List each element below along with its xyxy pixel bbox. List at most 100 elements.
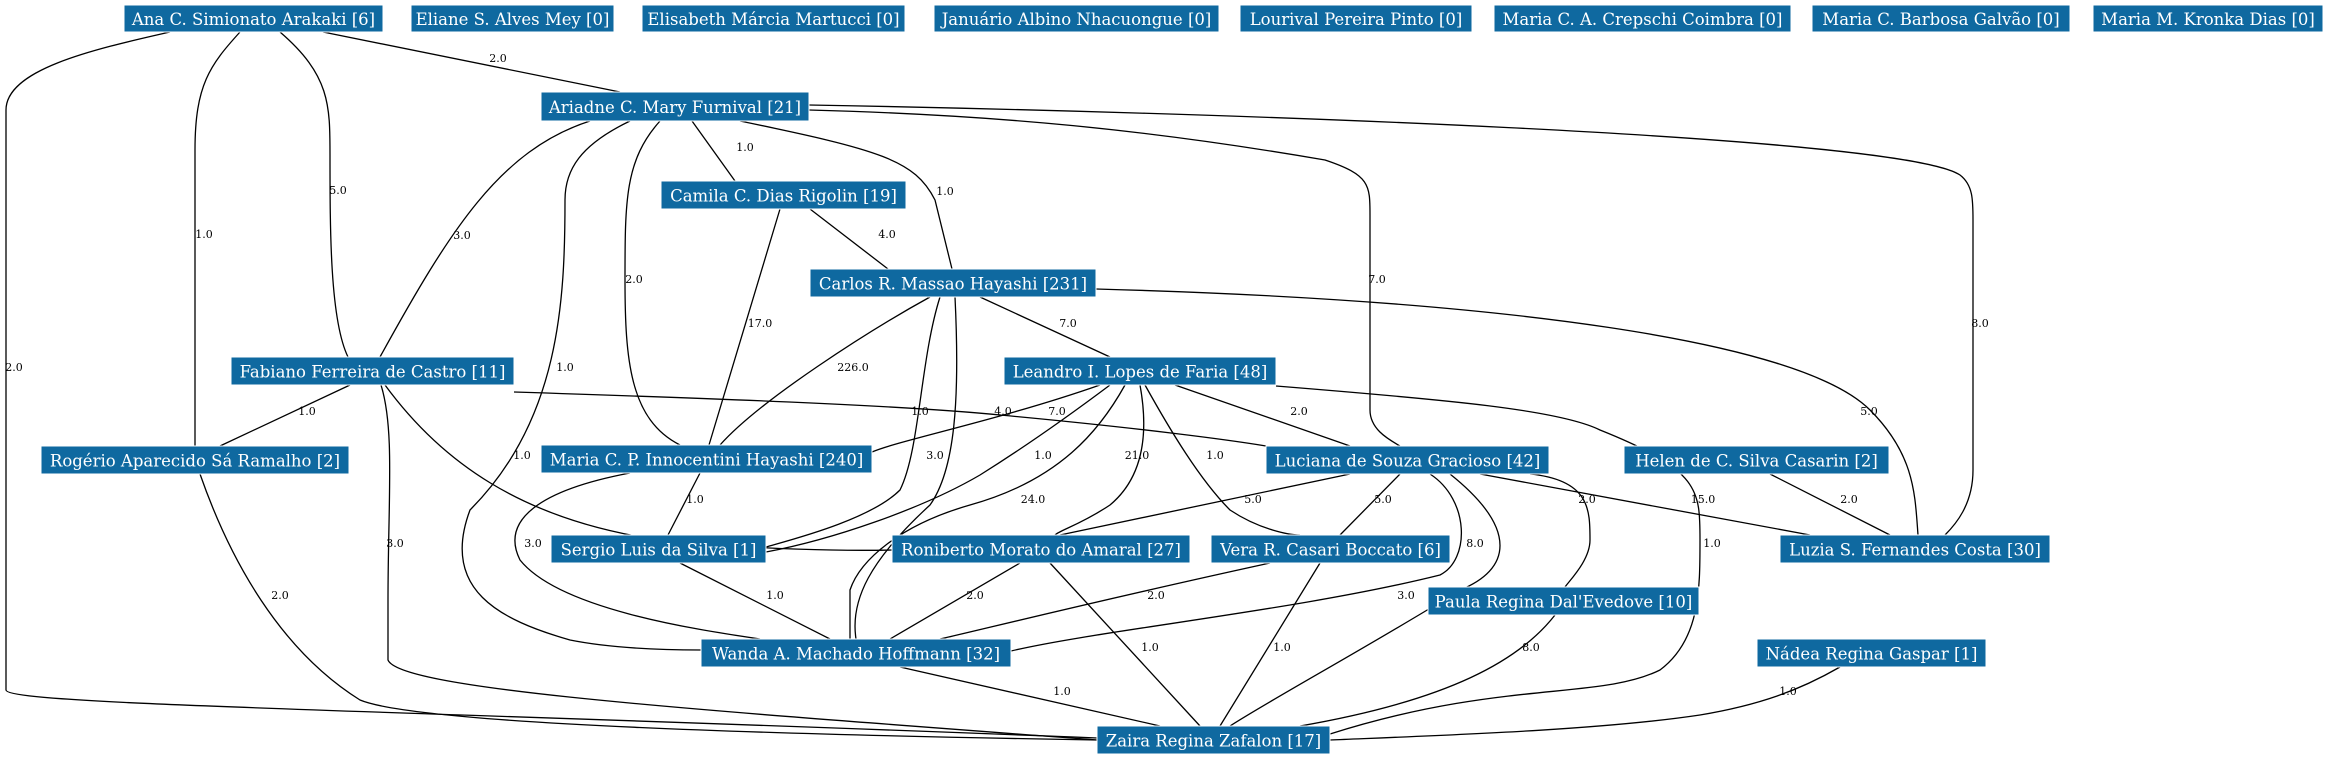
edge-ana-fabiano — [279, 31, 349, 358]
edge-mariainno-wanda — [514, 472, 761, 640]
node-mariakronka[interactable]: Maria M. Kronka Dias [0] — [2092, 4, 2324, 33]
node-vera[interactable]: Vera R. Casari Boccato [6] — [1210, 534, 1451, 564]
edge-weight-label: 1.0 — [1141, 641, 1159, 654]
node-mariabarbosa[interactable]: Maria C. Barbosa Galvão [0] — [1811, 4, 2071, 33]
node-box — [1623, 445, 1890, 475]
edge-weight-label: 3.0 — [926, 449, 944, 462]
edge-leandro-sergio — [765, 384, 1111, 553]
edge-weight-label: 1.0 — [1053, 685, 1071, 698]
node-label: Leandro I. Lopes de Faria [48] — [1013, 363, 1268, 382]
edge-weight-label: 1.0 — [1206, 449, 1224, 462]
node-lourival[interactable]: Lourival Pereira Pinto [0] — [1239, 4, 1473, 33]
node-fabiano[interactable]: Fabiano Ferreira de Castro [11] — [230, 356, 515, 386]
edge-carlos-wanda — [854, 296, 958, 640]
edge-ariadne-wanda — [461, 120, 702, 651]
node-mariainno[interactable]: Maria C. P. Innocentini Hayashi [240] — [540, 444, 873, 474]
edge-weight-label: 4.0 — [878, 228, 896, 241]
edge-carlos-mariainno — [719, 296, 931, 446]
edge-camila-mariainno — [708, 208, 781, 446]
node-box — [1779, 534, 2051, 564]
edge-weight-label: 5.0 — [1860, 405, 1878, 418]
node-ana[interactable]: Ana C. Simionato Arakaki [6] — [123, 4, 384, 33]
node-box — [1096, 725, 1331, 755]
node-box — [891, 534, 1191, 564]
node-label: Elisabeth Márcia Martucci [0] — [647, 10, 899, 29]
edge-ariadne-mariainno — [624, 120, 681, 446]
edge-weight-label: 1.0 — [936, 185, 954, 198]
node-box — [540, 444, 873, 474]
node-leandro[interactable]: Leandro I. Lopes de Faria [48] — [1003, 356, 1277, 386]
node-eliane[interactable]: Eliane S. Alves Mey [0] — [410, 4, 615, 33]
edge-carlos-leandro — [979, 296, 1111, 358]
node-box — [641, 4, 906, 33]
edge-weight-label: 1.0 — [1034, 449, 1052, 462]
node-box — [809, 268, 1097, 298]
node-paula[interactable]: Paula Regina Dal'Evedove [10] — [1427, 586, 1700, 616]
edge-fabiano-luciana — [513, 391, 1267, 447]
node-sergio[interactable]: Sergio Luis da Silva [1] — [550, 534, 767, 564]
edge-weight-label: 8.0 — [1522, 641, 1540, 654]
node-carlos[interactable]: Carlos R. Massao Hayashi [231] — [809, 268, 1097, 298]
node-box — [1239, 4, 1473, 33]
edge-weight-label: 7.0 — [1048, 405, 1066, 418]
node-box — [1811, 4, 2071, 33]
edge-ana-zaira — [5, 31, 1098, 739]
edge-weight-label: 15.0 — [1691, 493, 1716, 506]
node-box — [1003, 356, 1277, 386]
node-mariacrepschi[interactable]: Maria C. A. Crepschi Coimbra [0] — [1493, 4, 1792, 33]
node-box — [40, 445, 350, 475]
node-label: Helen de C. Silva Casarin [2] — [1635, 452, 1878, 471]
node-box — [1210, 534, 1451, 564]
edge-luciana-wanda — [1010, 473, 1462, 652]
edge-camila-carlos — [809, 208, 889, 270]
edge-weight-label: 5.0 — [329, 184, 347, 197]
node-januario[interactable]: Januário Albino Nhacuongue [0] — [933, 4, 1220, 33]
edge-vera-zaira — [1219, 562, 1321, 727]
edge-weight-label: 1.0 — [766, 589, 784, 602]
node-label: Nádea Regina Gaspar [1] — [1766, 645, 1978, 664]
node-label: Carlos R. Massao Hayashi [231] — [819, 275, 1087, 294]
node-label: Januário Albino Nhacuongue [0] — [940, 10, 1212, 29]
node-camila[interactable]: Camila C. Dias Rigolin [19] — [660, 180, 907, 210]
node-label: Wanda A. Machado Hoffmann [32] — [712, 645, 1000, 664]
node-label: Maria C. A. Crepschi Coimbra [0] — [1503, 10, 1783, 29]
edge-weight-label: 3.0 — [386, 537, 404, 550]
edge-weight-label: 1.0 — [1703, 537, 1721, 550]
node-box — [1493, 4, 1792, 33]
edge-weight-label: 3.0 — [453, 229, 471, 242]
node-box — [550, 534, 767, 564]
node-box — [1756, 638, 1987, 668]
edge-weight-label: 2.0 — [1840, 493, 1858, 506]
edge-weight-label: 1.0 — [736, 141, 754, 154]
node-luzia[interactable]: Luzia S. Fernandes Costa [30] — [1779, 534, 2051, 564]
node-label: Maria C. P. Innocentini Hayashi [240] — [550, 451, 864, 470]
edge-ariadne-fabiano — [379, 120, 591, 358]
edge-ariadne-carlos — [739, 120, 953, 270]
edge-weight-label: 2.0 — [489, 52, 507, 65]
node-box — [230, 356, 515, 386]
node-label: Camila C. Dias Rigolin [19] — [670, 187, 897, 206]
node-label: Ariadne C. Mary Furnival [21] — [548, 98, 801, 117]
node-label: Luciana de Souza Gracioso [42] — [1275, 452, 1541, 471]
node-box — [933, 4, 1220, 33]
node-elisabeth[interactable]: Elisabeth Márcia Martucci [0] — [641, 4, 906, 33]
node-label: Ana C. Simionato Arakaki [6] — [131, 10, 375, 29]
node-wanda[interactable]: Wanda A. Machado Hoffmann [32] — [700, 638, 1012, 668]
edge-weight-label: 1.0 — [911, 405, 929, 418]
node-ariadne[interactable]: Ariadne C. Mary Furnival [21] — [540, 91, 810, 122]
node-label: Eliane S. Alves Mey [0] — [416, 10, 610, 29]
node-zaira[interactable]: Zaira Regina Zafalon [17] — [1096, 725, 1331, 755]
node-label: Vera R. Casari Boccato [6] — [1219, 541, 1441, 560]
edge-mariainno-sergio — [667, 472, 701, 536]
node-rogerio[interactable]: Rogério Aparecido Sá Ramalho [2] — [40, 445, 350, 475]
node-label: Sergio Luis da Silva [1] — [561, 541, 757, 560]
edge-weight-label: 3.0 — [1397, 589, 1415, 602]
node-nadea[interactable]: Nádea Regina Gaspar [1] — [1756, 638, 1987, 668]
node-roniberto[interactable]: Roniberto Morato do Amaral [27] — [891, 534, 1191, 564]
edge-leandro-vera — [1144, 384, 1301, 536]
edge-weight-label: 1.0 — [298, 405, 316, 418]
edge-weight-label: 1.0 — [513, 449, 531, 462]
node-luciana[interactable]: Luciana de Souza Gracioso [42] — [1265, 445, 1550, 475]
node-helen[interactable]: Helen de C. Silva Casarin [2] — [1623, 445, 1890, 475]
edge-label-layer: 2.05.01.02.01.01.03.02.01.07.08.04.017.0… — [5, 52, 1989, 698]
